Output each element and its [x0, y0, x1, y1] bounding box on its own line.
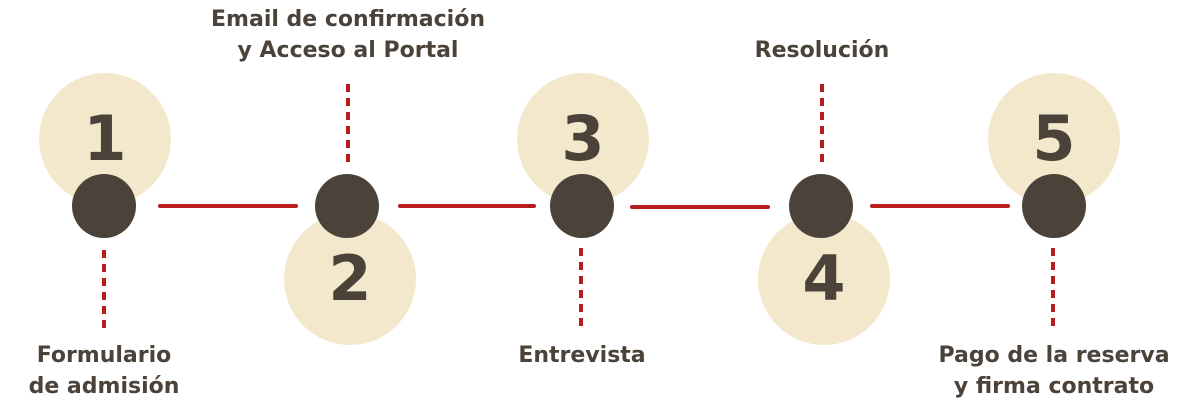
step-1-node	[72, 174, 136, 238]
step-5-label: Pago de la reserva y firma contrato	[922, 340, 1186, 402]
step-5-node	[1022, 174, 1086, 238]
step-1-label-line-1: Formulario	[36, 343, 172, 368]
step-3-number: 3	[561, 102, 605, 175]
step-2-label: Email de confirmación y Acceso al Portal	[188, 4, 508, 66]
step-2-node	[315, 174, 379, 238]
leader-step-1	[102, 250, 106, 328]
step-5-label-line-2: y firma contrato	[953, 374, 1155, 399]
step-2-label-line-1: Email de confirmación	[211, 7, 485, 32]
step-1-number: 1	[83, 102, 127, 175]
step-3-node	[550, 174, 614, 238]
connector-3-4	[630, 205, 770, 209]
step-5-label-line-1: Pago de la reserva	[938, 343, 1170, 368]
step-3-label-line-1: Entrevista	[518, 343, 646, 368]
leader-step-4	[820, 84, 824, 166]
step-4-label: Resolución	[722, 35, 922, 66]
step-5-number: 5	[1032, 102, 1076, 175]
connector-4-5	[870, 204, 1010, 208]
leader-step-5	[1051, 248, 1055, 328]
step-4-label-line-1: Resolución	[754, 38, 890, 63]
leader-step-3	[579, 248, 583, 328]
step-2-label-line-2: y Acceso al Portal	[237, 38, 459, 63]
step-4-number: 4	[802, 242, 846, 315]
step-1-label-line-2: de admisión	[28, 374, 180, 399]
step-3-label: Entrevista	[482, 340, 682, 371]
connector-2-3	[398, 204, 536, 208]
step-4-node	[789, 174, 853, 238]
connector-1-2	[158, 204, 298, 208]
leader-step-2	[346, 84, 350, 166]
step-1-label: Formulario de admisión	[4, 340, 204, 402]
step-2-number: 2	[328, 242, 372, 315]
